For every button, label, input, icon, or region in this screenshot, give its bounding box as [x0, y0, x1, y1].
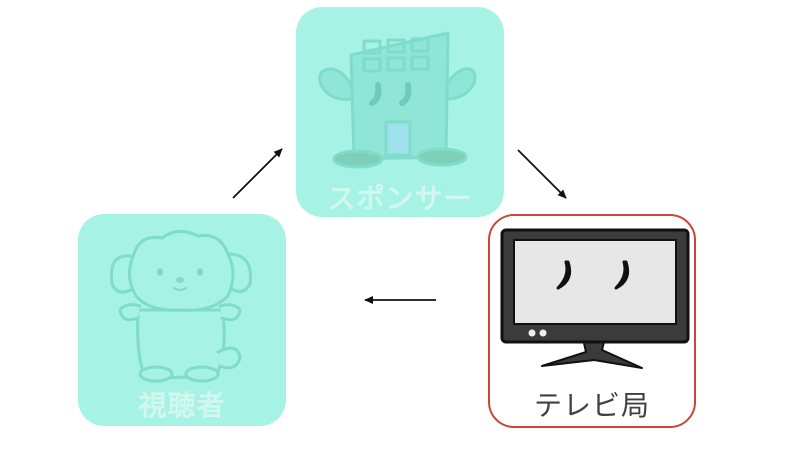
viewer-node: 視聴者 — [78, 214, 286, 426]
tv-station-label: テレビ局 — [533, 389, 650, 422]
sponsor-node: スポンサー — [296, 7, 504, 217]
office-building-icon — [318, 31, 477, 169]
dog-icon — [109, 230, 253, 383]
arrow-sponsor-to-tv — [517, 149, 567, 199]
viewer-label: 視聴者 — [138, 389, 226, 422]
tv-station-node: テレビ局 — [488, 214, 696, 428]
arrow-viewer-to-sponsor — [232, 148, 283, 199]
television-icon — [500, 228, 690, 369]
sponsor-label: スポンサー — [327, 182, 473, 215]
